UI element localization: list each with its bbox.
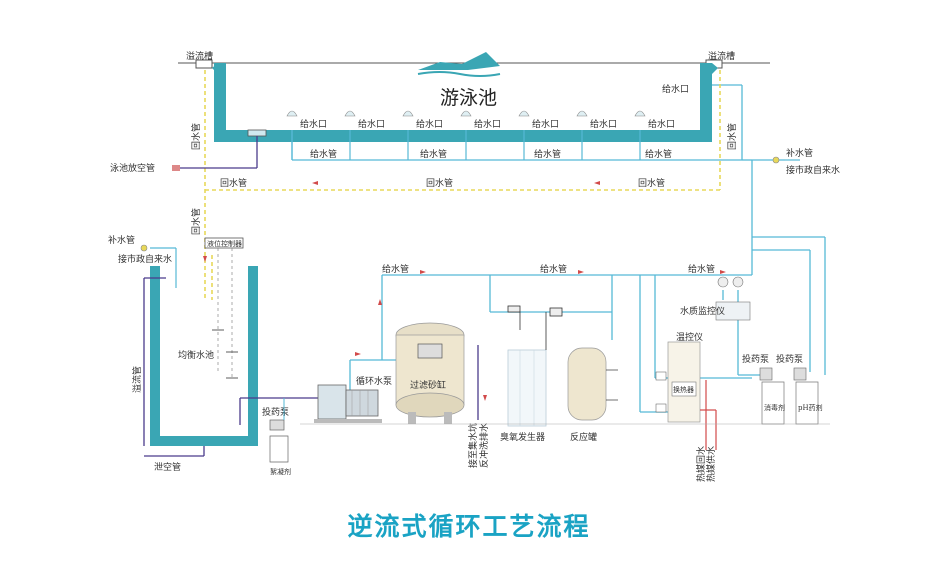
return-pipe-label-1: 回水管 — [220, 177, 247, 189]
drain-piping — [180, 136, 258, 169]
overflow-pipe — [143, 277, 166, 446]
inlet-nozzle-icon — [634, 110, 646, 117]
inlet-side-label: 给水口 — [662, 83, 689, 95]
inlet-label: 给水口 — [300, 118, 327, 130]
return-pipe-label-left-2: 回水管 — [190, 208, 202, 235]
empty-pipe-label: 泄空管 — [154, 461, 181, 473]
chemical-dosing: 投药泵 投药泵 消毒剂 pH药剂 — [742, 353, 823, 425]
empty-pipe — [144, 446, 205, 457]
dosing-pump-right-label-2: 投药泵 — [776, 353, 803, 365]
inlets: 给水口 给水口 给水口 给水口 给水口 给水口 给水口 — [286, 110, 675, 130]
overflow-trough-right-label: 溢流槽 — [708, 50, 735, 62]
inlet-label: 给水口 — [648, 118, 675, 130]
pool-name: 游泳池 — [440, 87, 497, 109]
coagulant-dosing: 投药泵 絮凝剂 — [262, 398, 291, 476]
ozone-generator-label: 臭氧发生器 — [500, 431, 545, 443]
pool-drain-label: 泳池放空管 — [110, 162, 155, 174]
supply-pipe-label-3: 给水管 — [534, 148, 561, 160]
return-pipe-label-2: 回水管 — [426, 177, 453, 189]
reaction-tank-label: 反应罐 — [570, 431, 597, 443]
reaction-tank: 反应罐 — [567, 347, 618, 443]
water-quality-monitor: 水质监控仪 — [680, 276, 751, 321]
inlet-nozzle-icon — [286, 110, 298, 117]
supply-pipe-label-6: 给水管 — [540, 263, 567, 275]
drain-valve-icon — [172, 165, 180, 171]
return-pipe-label-right: 回水管 — [726, 123, 738, 150]
sand-filter: 过滤砂缸 — [395, 322, 465, 424]
inlet-label: 给水口 — [416, 118, 443, 130]
supply-pipe-label-4: 给水管 — [645, 148, 672, 160]
circulation-pump: 循环水泵 — [239, 375, 392, 425]
makeup-pipe-left-label: 补水管 — [108, 234, 135, 246]
circulation-pump-label: 循环水泵 — [356, 375, 392, 387]
water-monitor-label: 水质监控仪 — [680, 305, 725, 317]
balance-tank-label: 均衡水池 — [178, 349, 214, 361]
inlet-label: 给水口 — [532, 118, 559, 130]
inlet-label: 给水口 — [358, 118, 385, 130]
makeup-pipe-right-label: 补水管 — [786, 147, 813, 159]
inlet-nozzle-icon — [518, 110, 530, 117]
balance-tank: 液位控制器 均衡水池 — [150, 237, 258, 446]
heat-supply-label: 热媒供水 — [705, 446, 717, 482]
sand-filter-label: 过滤砂缸 — [410, 379, 446, 391]
city-water-right-label: 接市政自来水 — [786, 164, 840, 176]
overflow-pipe-label: 溢流管 — [131, 366, 143, 393]
diagram-title: 逆流式循环工艺流程 — [347, 512, 590, 541]
overflow-trough-left-label: 溢流槽 — [186, 50, 213, 62]
supply-pipe-label-7: 给水管 — [688, 263, 715, 275]
return-pipe-label-left-1: 回水管 — [190, 123, 202, 150]
heat-return-label: 热媒回水 — [695, 446, 707, 482]
disinfectant-label: 消毒剂 — [764, 403, 785, 412]
level-controller-label: 液位控制器 — [207, 239, 242, 248]
flow-arrows — [203, 181, 726, 401]
level-controller-box — [204, 237, 244, 249]
temp-controller-label: 温控仪 — [676, 331, 703, 343]
overflow-trough-left — [195, 59, 213, 69]
coagulant-label: 絮凝剂 — [270, 467, 291, 476]
heat-media-pipes — [700, 380, 717, 450]
heat-exchanger-label: 换热器 — [673, 385, 694, 394]
ph-agent-label: pH药剂 — [798, 403, 823, 412]
supply-pipe-label-2: 给水管 — [420, 148, 447, 160]
inlet-nozzle-icon — [344, 110, 356, 117]
dosing-pump-left-label: 投药泵 — [262, 406, 289, 418]
inlet-nozzle-icon — [460, 110, 472, 117]
dosing-pump-right-label-1: 投药泵 — [742, 353, 769, 365]
return-pipe-label-3: 回水管 — [638, 177, 665, 189]
heat-exchanger: 换热器 温控仪 — [655, 331, 703, 423]
backwash-label-2: 反冲洗排水 — [478, 423, 490, 468]
supply-pipe-label-1: 给水管 — [310, 148, 337, 160]
inlet-label: 给水口 — [590, 118, 617, 130]
inlet-label: 给水口 — [474, 118, 501, 130]
city-water-left-label: 接市政自来水 — [118, 253, 172, 265]
supply-pipe-label-5: 给水管 — [382, 263, 409, 275]
inlet-nozzle-icon — [576, 110, 588, 117]
pool: 游泳池 — [178, 52, 770, 142]
swimmer-logo-icon — [418, 52, 500, 70]
backwash-label-1: 接至集水坑 — [467, 423, 479, 468]
inlet-nozzle-icon — [402, 110, 414, 117]
ozone-generator: 臭氧发生器 — [500, 349, 547, 443]
